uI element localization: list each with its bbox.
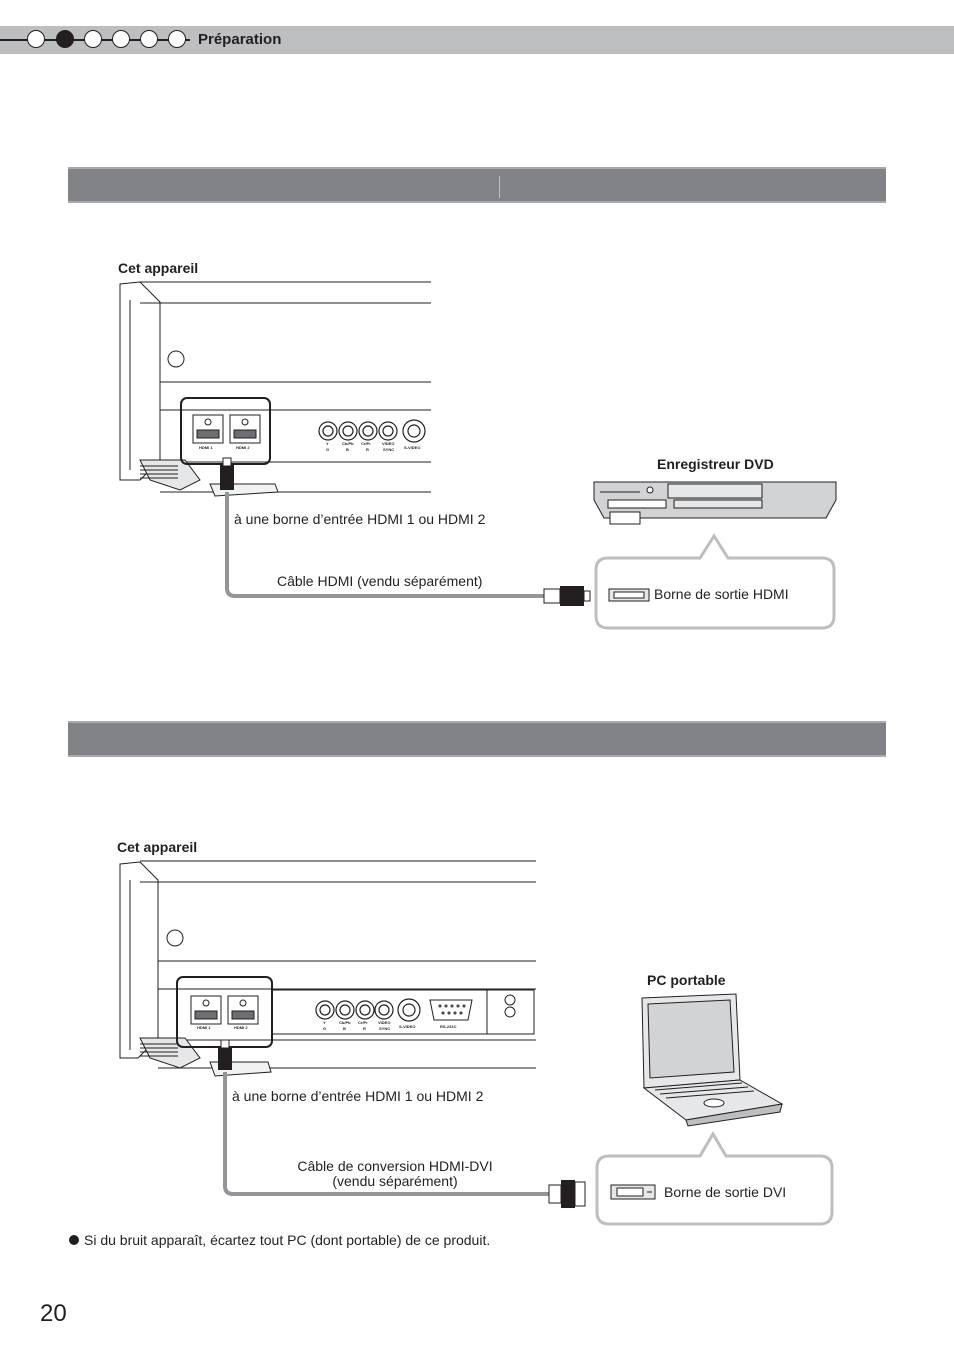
jack2-label-video: VIDEO (378, 1020, 391, 1025)
jack2-label-hdmi2: HDMI 2 (234, 1025, 248, 1030)
component-jacks-1 (318, 419, 426, 443)
jack2-label-hdmi1: HDMI 1 (197, 1025, 211, 1030)
jack-label-svideo: S-VIDEO (404, 445, 421, 450)
section-band-1-divider (499, 176, 500, 198)
section-band-1 (68, 167, 886, 203)
diagram2-vents (140, 1043, 178, 1057)
projector-2 (119, 860, 536, 1077)
laptop-icon (641, 993, 784, 1127)
jack-label-video: VIDEO (382, 441, 395, 446)
hdmi-port-1-2 (229, 414, 261, 444)
diagram2-cable-label-line1: Câble de conversion HDMI-DVI (297, 1158, 493, 1174)
diagram1-device-label: Cet appareil (118, 260, 199, 276)
diagram2-device-label: Cet appareil (117, 839, 198, 855)
progress-dot-3 (84, 30, 102, 48)
jack2-label-rs232c: RS-232C (440, 1024, 457, 1029)
jack-label-g: G (326, 447, 330, 452)
diagram2-source-label: PC portable (647, 972, 726, 988)
diagram2-input-label: à une borne d’entrée HDMI 1 ou HDMI 2 (232, 1088, 484, 1104)
diagram2-output-label: Borne de sortie DVI (664, 1184, 787, 1200)
note-text: Si du bruit apparaît, écartez tout PC (d… (84, 1232, 491, 1248)
component-jacks-2 (315, 998, 421, 1022)
jack-label-sync: SYNC (383, 447, 395, 452)
progress-dot-5 (140, 30, 158, 48)
jack-label-hdmi2: HDMI 2 (236, 445, 250, 450)
hdmi-output-port-icon (608, 588, 650, 602)
jack-label-r: R (366, 447, 369, 452)
section-band-2 (68, 721, 886, 757)
output-callout-1 (594, 533, 836, 630)
note-bullet (69, 1235, 79, 1245)
rs232c-port (429, 999, 473, 1021)
jack-label-y: Y (326, 441, 329, 446)
jack2-label-cr: Cr/Pr (358, 1020, 368, 1025)
jack-label-b: B (346, 447, 349, 452)
progress-dot-6 (168, 30, 186, 48)
section-title: Préparation (198, 31, 282, 48)
progress-dot-2-active (56, 30, 74, 48)
jack2-label-svideo: S-VIDEO (399, 1024, 416, 1029)
jack2-label-sync: SYNC (379, 1026, 391, 1031)
diagram1-output-label: Borne de sortie HDMI (654, 586, 789, 602)
hdmi-port-2-1 (190, 995, 222, 1025)
diagram1-source-label: Enregistreur DVD (657, 456, 774, 472)
progress-dot-1 (27, 30, 45, 48)
output-callout-2 (595, 1131, 834, 1226)
diagram2-cable-label-line2: (vendu séparément) (332, 1173, 458, 1189)
jack2-label-b: B (343, 1026, 346, 1031)
jack-label-hdmi1: HDMI 1 (199, 445, 213, 450)
jack2-label-cb: Cb/Pb (339, 1020, 351, 1025)
hdmi-cable-1 (220, 457, 591, 606)
jack-label-cb: Cb/Pb (342, 441, 354, 446)
dvd-recorder-icon (593, 481, 837, 525)
projector-1 (119, 281, 431, 497)
diagram1-vents (140, 465, 178, 479)
dvi-output-port-icon (610, 1184, 656, 1200)
jack2-label-g: G (323, 1026, 327, 1031)
page-number: 20 (40, 1300, 67, 1327)
hdmi-dvi-cable (218, 1039, 586, 1208)
jack2-label-y: Y (323, 1020, 326, 1025)
progress-dot-4 (112, 30, 130, 48)
hdmi-port-2-2 (227, 995, 259, 1025)
diagram1-cable-label: Câble HDMI (vendu séparément) (277, 573, 483, 589)
diagram1-input-label: à une borne d’entrée HDMI 1 ou HDMI 2 (234, 511, 486, 527)
jack2-label-r: R (363, 1026, 366, 1031)
hdmi-port-1-1 (192, 414, 224, 444)
jack-label-cr: Cr/Pr (361, 441, 371, 446)
